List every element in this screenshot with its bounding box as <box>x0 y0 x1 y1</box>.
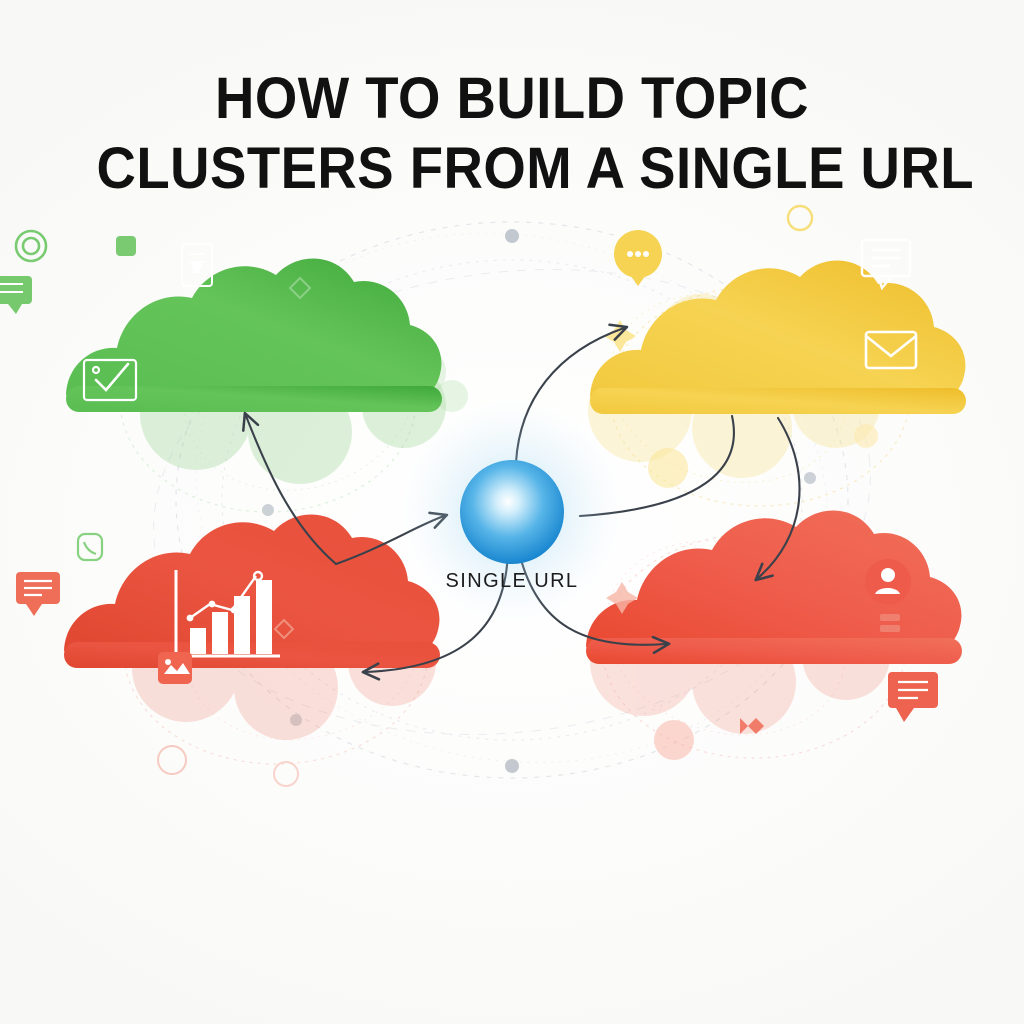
message-lines-icon <box>860 238 912 291</box>
arrow-right-descend <box>754 416 801 582</box>
diamond-icon <box>288 276 312 300</box>
title-line-2: CLUSTERS FROM A SINGLE URL <box>96 136 974 201</box>
cluster-yellow-group <box>588 204 966 507</box>
cluster-red-left-node[interactable] <box>64 512 440 672</box>
cluster-green-node[interactable] <box>66 240 442 416</box>
center-sphere <box>460 460 564 564</box>
star-icon <box>740 718 764 734</box>
user-avatar-icon <box>865 559 911 605</box>
ellipsis-bubble-icon <box>614 230 662 286</box>
document-icon <box>181 243 213 287</box>
cluster-green-group <box>0 229 468 562</box>
cluster-red-left-cloud <box>64 514 440 660</box>
title-line-1: HOW TO BUILD TOPIC <box>214 66 810 131</box>
page-title: HOW TO BUILD TOPIC CLUSTERS FROM A SINGL… <box>0 64 1024 204</box>
cluster-yellow-node[interactable] <box>590 240 966 416</box>
sparkle-icon <box>606 582 638 614</box>
arrow-to-green <box>242 411 338 566</box>
circle-outline-icon <box>14 229 48 263</box>
cluster-green-cloud <box>66 258 442 404</box>
diamond-icon <box>273 618 295 640</box>
phone-icon <box>76 532 104 562</box>
circle-outline-icon <box>786 204 814 232</box>
cluster-red-right-group <box>586 510 962 760</box>
center-node-label: SINGLE URL <box>445 570 579 592</box>
topic-cluster-diagram: SINGLE URL <box>0 200 1024 840</box>
message-lines-icon <box>16 572 60 616</box>
checklist-icon <box>82 358 138 402</box>
message-lines-icon <box>888 672 938 722</box>
chat-bubble-icon <box>0 276 32 314</box>
list-icon <box>880 614 900 632</box>
cluster-red-left-group <box>16 514 440 787</box>
center-node[interactable] <box>456 456 568 568</box>
cluster-yellow-cloud <box>590 260 966 406</box>
envelope-icon <box>864 330 918 370</box>
cluster-red-right-node[interactable] <box>586 508 962 668</box>
center-node-group <box>400 400 624 624</box>
image-icon <box>158 652 192 684</box>
cluster-red-right-cloud <box>586 510 962 656</box>
square-icon <box>116 236 136 256</box>
